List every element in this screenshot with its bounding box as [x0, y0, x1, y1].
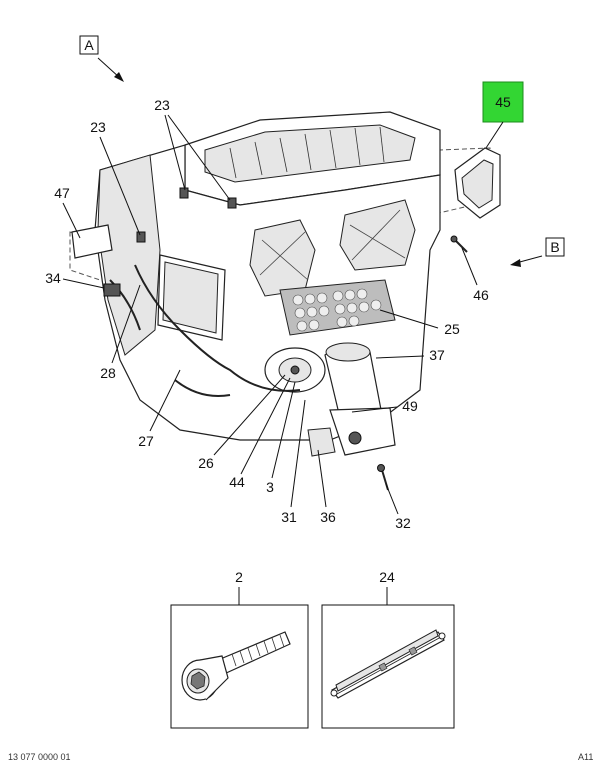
screw-46: [454, 239, 468, 253]
callout-25[interactable]: 25: [444, 321, 460, 337]
callout-45-highlight[interactable]: 45: [482, 81, 524, 123]
view-tag-b: B: [510, 237, 565, 267]
view-tag-a: A: [79, 35, 124, 82]
socket-head-screw-part-2: [181, 631, 291, 701]
top-grille-slats: [229, 126, 385, 179]
expansion-valve-bracket-49: [329, 407, 396, 456]
filter-cells: [292, 288, 382, 332]
heater-core-fins: [162, 261, 219, 334]
callout-23-left[interactable]: 23: [90, 119, 106, 135]
left-side-panel: [97, 154, 161, 356]
footer-ref-left: 13 077 0000 01: [8, 752, 71, 761]
bracket-47: [71, 224, 113, 259]
actuator-36: [307, 427, 336, 457]
callout-34[interactable]: 34: [45, 270, 61, 286]
callout-3[interactable]: 3: [266, 479, 274, 495]
callout-2[interactable]: 2: [235, 569, 243, 585]
callout-36[interactable]: 36: [320, 509, 336, 525]
valve-fitting: [348, 431, 362, 445]
wiring-harness: [134, 264, 301, 392]
clip-23-b: [136, 231, 146, 243]
harness-branch-lower: [174, 379, 231, 397]
clip-23-c: [227, 197, 237, 209]
callout-26[interactable]: 26: [198, 455, 214, 471]
top-outlet-grille: [204, 124, 416, 183]
view-tag-a-label: A: [84, 37, 94, 53]
callout-28[interactable]: 28: [100, 365, 116, 381]
callout-31[interactable]: 31: [281, 509, 297, 525]
receiver-drier-cap: [325, 342, 371, 362]
callout-32[interactable]: 32: [395, 515, 411, 531]
screw-46-head: [450, 235, 458, 243]
view-tag-b-label: B: [550, 239, 559, 255]
callout-46[interactable]: 46: [473, 287, 489, 303]
callout-47[interactable]: 47: [54, 185, 70, 201]
callout-49[interactable]: 49: [402, 398, 418, 414]
callout-24[interactable]: 24: [379, 569, 395, 585]
clip-23-a: [179, 187, 189, 199]
harness-branch-left: [109, 279, 141, 331]
detail-box-2: 2: [170, 569, 309, 729]
seal-strip-part-24: [330, 629, 446, 699]
connector-34: [103, 283, 121, 297]
duct-adapter-inner: [461, 159, 494, 209]
callout-44[interactable]: 44: [229, 474, 245, 490]
left-ghost-outline: [69, 231, 161, 301]
callouts: 23 23 47 34 28 27 26 44 3 31 36 32 49 37…: [45, 97, 489, 531]
leader-45: [485, 121, 504, 149]
callout-23-top[interactable]: 23: [154, 97, 170, 113]
blower-shaft: [290, 365, 300, 375]
detail-box-24: 24: [321, 569, 455, 729]
hvac-housing-assembly: [69, 111, 501, 491]
callout-45-label: 45: [495, 94, 511, 110]
intake-grid-lines: [259, 209, 406, 281]
callout-37[interactable]: 37: [429, 347, 445, 363]
footer-ref-right: A11: [578, 752, 593, 761]
callout-27[interactable]: 27: [138, 433, 154, 449]
